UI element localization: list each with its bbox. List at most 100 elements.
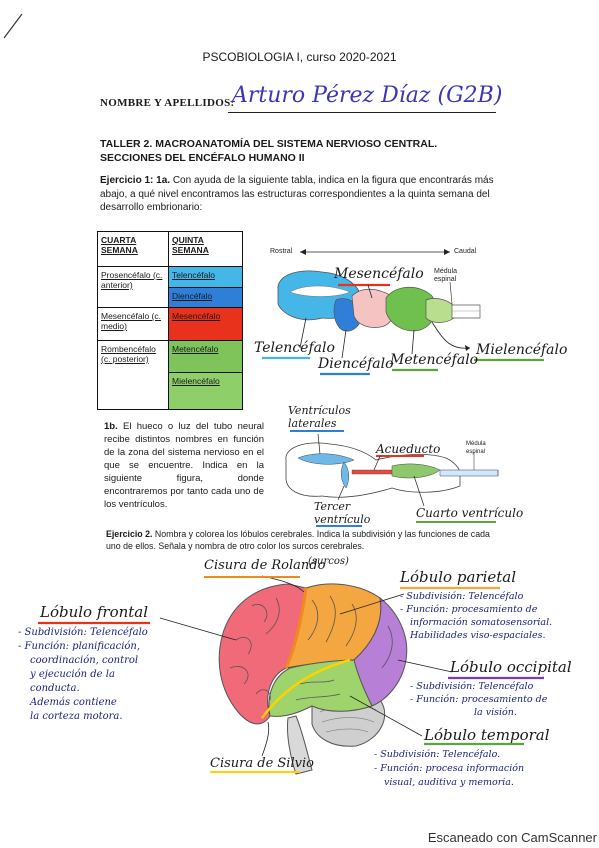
occipital-line: - Subdivisión: Telencéfalo <box>410 681 534 692</box>
header-cuarta: CUARTA SEMANA <box>97 231 169 267</box>
exercise-2: Ejercicio 2. Nombra y colorea los lóbulo… <box>106 528 498 552</box>
aqueduct-fill <box>351 469 395 475</box>
leader-line <box>413 475 425 507</box>
exercise-1b: 1b. El hueco o luz del tubo neural recib… <box>104 420 264 511</box>
cell-mielencefalo: Mielencéfalo <box>168 372 243 410</box>
arrow-right-icon <box>444 249 450 255</box>
label-cuarto-ventriculo: Cuarto ventrículo <box>416 506 524 520</box>
exercise-1b-label: 1b. <box>104 421 118 432</box>
leader-line <box>341 329 347 359</box>
cell-mesencefalo-4: Mesencéfalo (c. medio) <box>97 307 169 341</box>
frontal-line: - Subdivisión: Telencéfalo <box>18 627 148 638</box>
temporal-line: - Función: procesa información <box>374 763 525 774</box>
exercise-2-label: Ejercicio 2. <box>106 529 153 539</box>
occipital-notes: - Subdivisión: Telencéfalo - Función: pr… <box>410 680 547 719</box>
lateral-sulcus <box>261 658 351 719</box>
course-title: PSCOBIOLOGIA I, curso 2020-2021 <box>202 50 397 64</box>
label-diencefalo: Diencéfalo <box>318 356 394 372</box>
cell-rombencefalo: Rombencéfalo (c. posterior) <box>97 340 169 410</box>
cell-metencefalo: Metencéfalo <box>168 339 243 374</box>
cell-prosencefalo: Prosencéfalo (c. anterior) <box>97 266 169 308</box>
leader-line <box>411 329 415 355</box>
exercise-1a-label: Ejercicio 1: 1a. <box>100 175 171 186</box>
temporal-lobe <box>268 659 373 717</box>
student-name: Arturo Pérez Díaz (G2B) <box>232 83 503 108</box>
scanner-watermark: Escaneado con CamScanner <box>427 830 597 845</box>
ventricle-diagram <box>285 430 499 527</box>
occipital-line: - Función: procesamiento de <box>410 694 548 705</box>
leader-line <box>431 321 471 349</box>
exercise-1a-text: Con ayuda de la siguiente tabla, indica … <box>100 175 494 213</box>
leader-line <box>367 284 373 299</box>
occipital-line: la visión. <box>474 707 517 718</box>
parietal-line: Habilidades viso-espaciales. <box>410 630 546 641</box>
occipital-title: Lóbulo occipital <box>450 658 572 676</box>
label-cisura-rolando: Cisura de Rolando <box>204 558 326 573</box>
label-mielencefalo: Mielencéfalo <box>476 342 568 358</box>
leader-line <box>159 617 237 641</box>
parietal-line: - Subdivisión: Telencéfalo <box>400 591 524 602</box>
medula-label-1: Médula espinal <box>434 268 457 283</box>
exercise-1b-text: El hueco o luz del tubo neural recibe di… <box>104 421 265 510</box>
temporal-notes: - Subdivisión: Telencéfalo. - Función: p… <box>374 748 524 790</box>
arrow-right-icon <box>465 345 470 351</box>
leader-line <box>449 281 453 305</box>
leader-line <box>317 433 321 455</box>
leader-line <box>373 455 381 471</box>
taller-title: TALLER 2. MACROANATOMÍA DEL SISTEMA NERV… <box>100 138 438 164</box>
leader-line <box>337 485 345 501</box>
temporal-title: Lóbulo temporal <box>424 726 550 744</box>
label-cisura-silvio: Cisura de Silvio <box>210 756 314 771</box>
rostral-label: Rostral <box>270 248 293 255</box>
frontal-line: y ejecución de la <box>30 669 115 680</box>
brainstem <box>287 715 313 775</box>
arrow-left-icon <box>300 249 306 255</box>
header-quinta: QUINTA SEMANA <box>168 231 243 267</box>
leader-line <box>349 695 423 737</box>
exercise-2-text: Nombra y colorea los lóbulos cerebrales.… <box>106 529 490 551</box>
cell-diencefalo: Diencéfalo <box>168 286 243 308</box>
label-metencefalo: Metencéfalo <box>390 352 479 368</box>
medula-label-2: Médula espinal <box>466 441 486 455</box>
parietal-line: información somatosensorial. <box>410 617 553 628</box>
frontal-line: conducta. <box>30 683 80 694</box>
frontal-line: - Función: planificación, <box>18 641 141 652</box>
frontal-notes: - Subdivisión: Telencéfalo - Función: pl… <box>18 626 148 724</box>
name-label: NOMBRE Y APELLIDOS: <box>100 97 235 109</box>
neural-tube-diagram <box>262 249 544 376</box>
myelencephalon-region <box>425 298 455 323</box>
cell-mesencefalo-5: Mesencéfalo <box>168 307 243 341</box>
lateral-ventricles-fill <box>297 453 355 465</box>
label-telencefalo: Telencéfalo <box>254 340 335 356</box>
spinal-cord <box>451 304 481 319</box>
leader-line <box>299 317 307 349</box>
gyri-lines <box>229 595 393 701</box>
label-acueducto: Acueducto <box>376 442 441 456</box>
temporal-line: visual, auditiva y memoria. <box>384 777 514 788</box>
frontal-line: Además contiene <box>30 697 117 708</box>
leader-line <box>339 593 405 615</box>
caudal-label: Caudal <box>454 248 477 255</box>
label-ventriculos-laterales: Ventrículos laterales <box>288 404 351 430</box>
third-ventricle-fill <box>341 461 349 489</box>
parietal-title: Lóbulo parietal <box>400 568 517 586</box>
name-line <box>228 112 496 113</box>
central-sulcus <box>284 587 308 669</box>
development-table: CUARTA SEMANA QUINTA SEMANA Prosencéfalo… <box>97 231 243 410</box>
exercise-1a: Ejercicio 1: 1a. Con ayuda de la siguien… <box>100 174 498 215</box>
frontal-line: coordinación, control <box>30 655 139 666</box>
parietal-notes: - Subdivisión: Telencéfalo - Función: pr… <box>400 590 552 642</box>
label-tercer-ventriculo: Tercer ventrículo <box>314 500 371 526</box>
spinal-canal <box>439 469 499 477</box>
leader-line <box>261 721 270 757</box>
frontal-line: la corteza motora. <box>30 711 123 722</box>
leader-line <box>397 659 453 673</box>
parietal-line: - Función: procesamiento de <box>400 604 538 615</box>
frontal-title: Lóbulo frontal <box>40 603 149 621</box>
pen-mark <box>3 13 23 39</box>
lateral-ventricle-lumen <box>289 285 351 297</box>
label-mesencefalo: Mesencéfalo <box>334 266 424 282</box>
brain-illustration <box>38 575 544 775</box>
label-surcos: (surcos) <box>308 556 349 567</box>
